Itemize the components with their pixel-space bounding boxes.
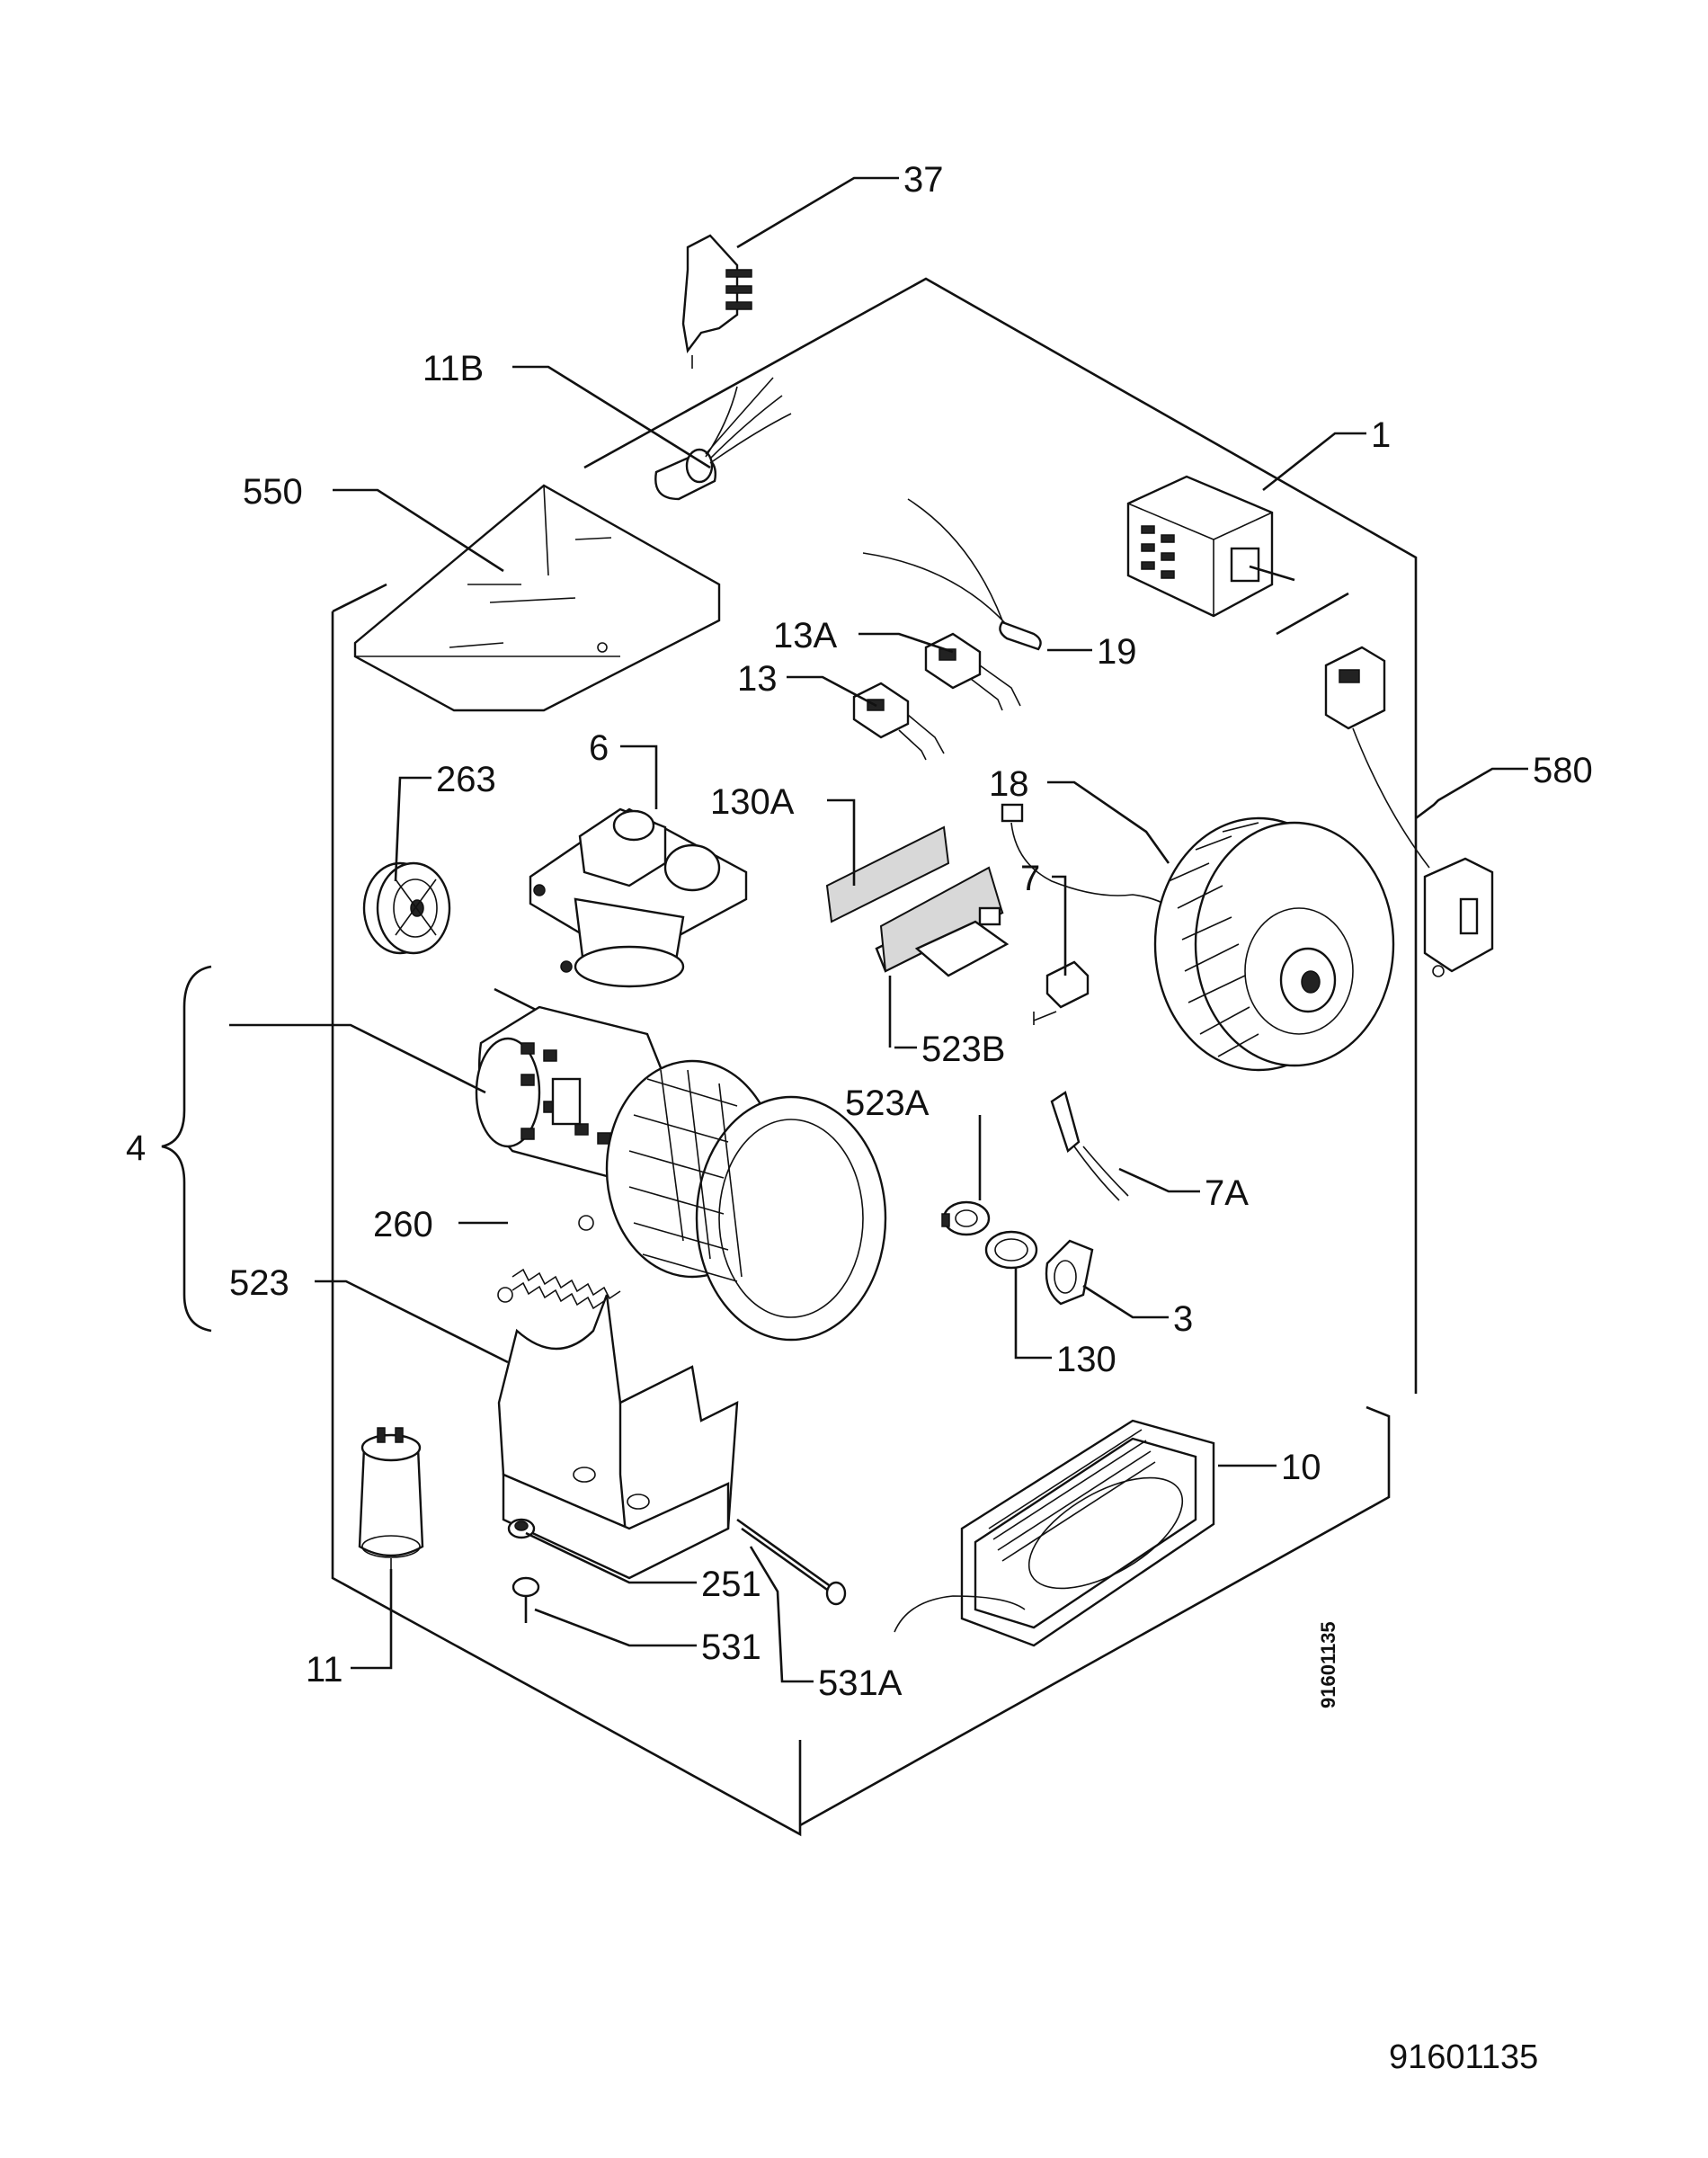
label-4: 4: [126, 1128, 146, 1168]
label-263: 263: [436, 760, 496, 799]
label-11: 11: [306, 1650, 343, 1690]
leader-lines: [229, 176, 1528, 1683]
part-523a-clip: [941, 1200, 991, 1236]
fan-wheel-blades: [1168, 822, 1259, 1057]
label-130a: 130A: [710, 782, 795, 822]
label-7a: 7A: [1205, 1173, 1249, 1213]
label-531: 531: [701, 1627, 761, 1667]
label-11b: 11B: [423, 349, 484, 388]
timer-slots: [1141, 525, 1175, 579]
part-3-thermostat: [1045, 1239, 1094, 1306]
label-523b: 523B: [921, 1030, 1005, 1069]
part-11-capacitor: [358, 1427, 424, 1569]
motor-drum-blades: [628, 1069, 743, 1282]
label-260: 260: [373, 1205, 433, 1244]
part-130-gasket: [984, 1230, 1038, 1270]
part-13-connector: [852, 682, 945, 761]
part-130a-strip: [825, 825, 950, 923]
label-3: 3: [1173, 1299, 1193, 1339]
part-10-heater: [894, 1419, 1215, 1647]
part-531a-long-screw: [736, 1518, 847, 1606]
label-550: 550: [243, 472, 303, 512]
part-1-timer: [1126, 475, 1295, 618]
document-number: 91601135: [1389, 2038, 1538, 2076]
part-531-screw: [512, 1576, 540, 1623]
part-260-spring: [497, 1215, 621, 1313]
part-37-connector: [681, 234, 752, 369]
label-19: 19: [1097, 632, 1137, 672]
part-18-fan-wheel: [1001, 803, 1395, 1072]
label-531a: 531A: [818, 1663, 903, 1703]
label-523a: 523A: [845, 1083, 930, 1123]
label-18: 18: [989, 764, 1029, 804]
part-580-door-switch: [1324, 646, 1494, 977]
label-37: 37: [903, 160, 944, 200]
part-11b-capacitor: [654, 377, 792, 501]
label-130: 130: [1056, 1340, 1116, 1379]
part-7-clip: [1033, 960, 1090, 1025]
label-580: 580: [1533, 751, 1593, 790]
label-7: 7: [1020, 859, 1040, 898]
part-4-bracket: [161, 965, 212, 1333]
part-4-motor: [475, 987, 887, 1342]
label-6: 6: [589, 728, 609, 768]
vertical-diagram-code: 91601135: [1317, 1621, 1339, 1708]
part-labels: 37 11B 1 550 19 13A 13 580 263 6 130A 18…: [126, 160, 1593, 1703]
label-13a: 13A: [773, 616, 837, 655]
label-1: 1: [1371, 415, 1391, 455]
part-6-gear-unit: [529, 807, 748, 988]
part-523-bracket: [497, 1294, 739, 1580]
label-13: 13: [737, 659, 778, 699]
label-523: 523: [229, 1263, 289, 1303]
label-251: 251: [701, 1565, 761, 1604]
part-7a-probe: [1050, 1091, 1129, 1201]
cabinet-outline: [331, 277, 1418, 1837]
part-550-lid: [353, 484, 721, 712]
heater-fins: [988, 1429, 1156, 1562]
motor-vents: [520, 1042, 611, 1145]
part-523b-heater-plate: [875, 866, 1010, 977]
part-263-pulley: [362, 861, 451, 955]
part-13a-connector: [924, 632, 1021, 711]
label-10: 10: [1281, 1448, 1321, 1487]
part-19-sensor: [862, 498, 1042, 651]
